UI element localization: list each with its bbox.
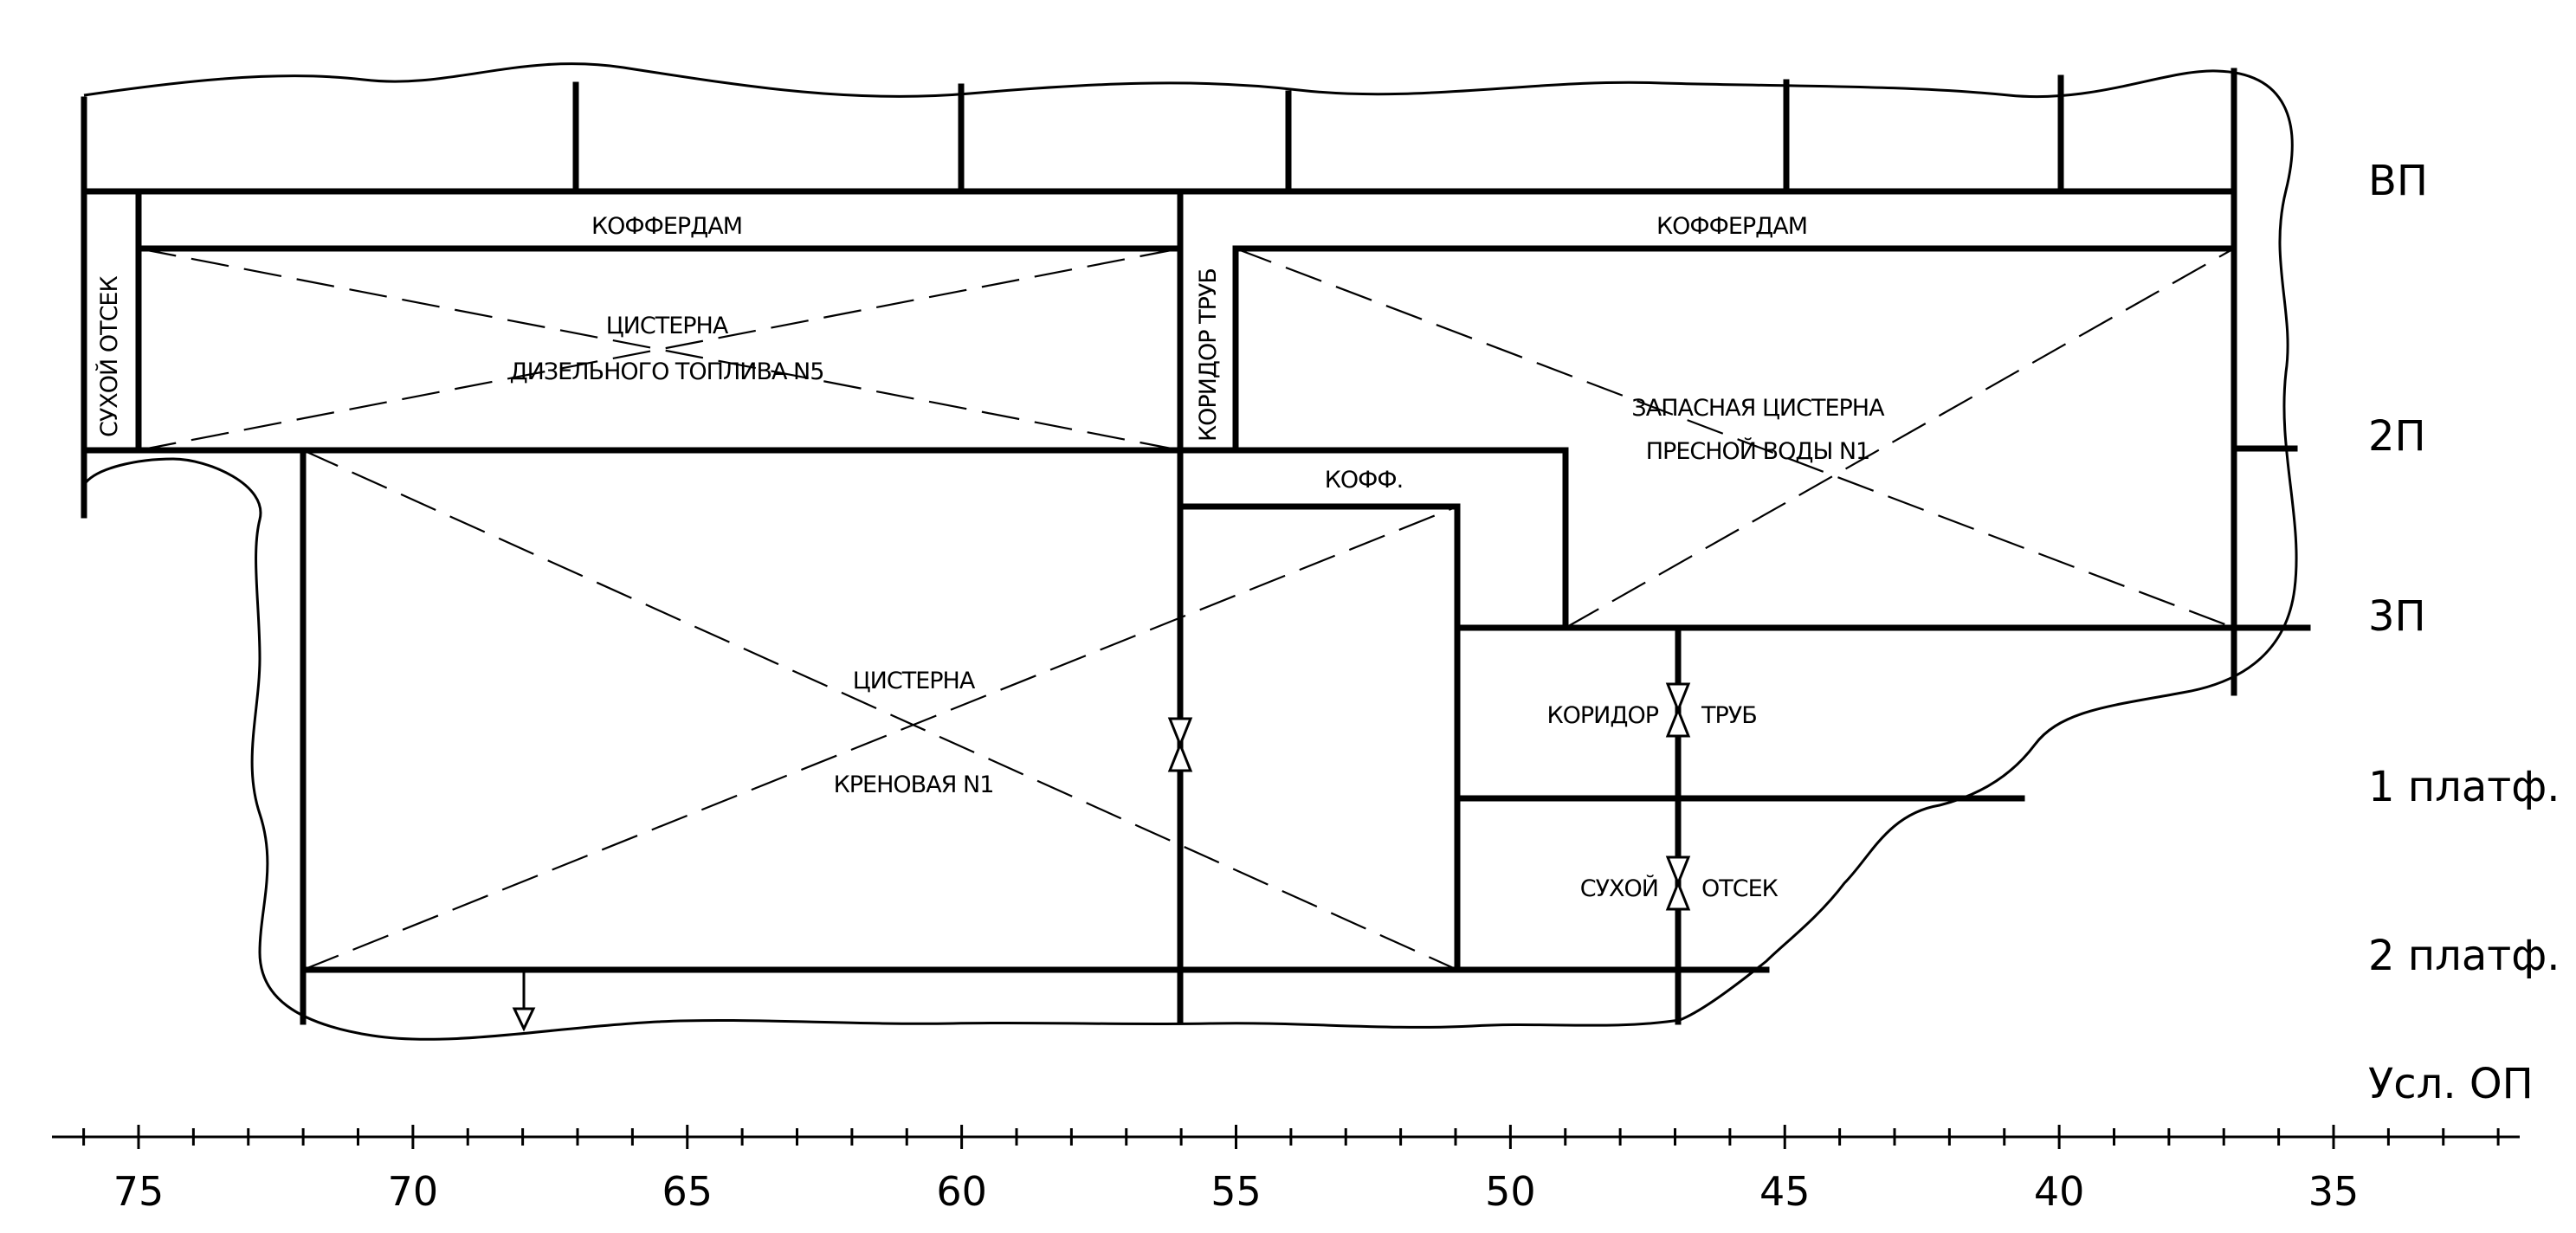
- drain-arrow-icon: [512, 970, 536, 1032]
- frame-scale-label: 50: [1485, 1168, 1536, 1215]
- dry-compartment-right-label-b: ОТСЕК: [1701, 875, 1779, 902]
- deck-label-vp: ВП: [2368, 157, 2428, 205]
- pipe-corridor-vertical-label: КОРИДОР ТРУБ: [1195, 268, 1222, 442]
- heel-tank-label-2: КРЕНОВАЯ N1: [834, 771, 994, 798]
- frame-scale-label: 65: [662, 1168, 713, 1215]
- dry-compartment-left-label: СУХОЙ ОТСЕК: [95, 276, 123, 437]
- reserve-tank-label-1: ЗАПАСНАЯ ЦИСТЕРНА: [1631, 395, 1885, 422]
- diesel-tank-label-2: ДИЗЕЛЬНОГО ТОПЛИВА N5: [510, 358, 824, 385]
- diesel-diag-2: [138, 247, 1181, 452]
- deck-label-platform-1: 1 платф.: [2368, 763, 2560, 811]
- frame-scale-label: 55: [1211, 1168, 1262, 1215]
- deck-label-2p: 2П: [2368, 412, 2426, 461]
- frame-scale-label: 60: [936, 1168, 987, 1215]
- hull-break-outline: [82, 62, 2298, 1041]
- frame-scale-ticks: [82, 1125, 2500, 1149]
- reserve-tank-label-2: ПРЕСНОЙ ВОДЫ N1: [1646, 437, 1869, 465]
- frame-scale-label: 75: [113, 1168, 165, 1215]
- frame-scale-label: 45: [1759, 1168, 1811, 1215]
- diesel-tank-label-1: ЦИСТЕРНА: [606, 313, 729, 339]
- pipe-corridor-label-a: КОРИДОР: [1546, 702, 1658, 729]
- valve-icon: [1665, 855, 1691, 911]
- dry-compartment-right-label-a: СУХОЙ: [1580, 875, 1658, 902]
- valve-icon: [1167, 717, 1193, 772]
- deck-label-platform-2: 2 платф.: [2368, 932, 2560, 980]
- cofferdam-left-label: КОФФЕРДАМ: [591, 213, 742, 240]
- valve-icon: [1665, 682, 1691, 738]
- reserve-diag-2: [1565, 248, 2235, 629]
- frame-scale-label: 35: [2308, 1168, 2360, 1215]
- pipe-corridor-label-b: ТРУБ: [1701, 702, 1757, 729]
- frame-scale-label: 40: [2034, 1168, 2085, 1215]
- diesel-diag-1: [138, 247, 1181, 452]
- koff-label: КОФФ.: [1325, 467, 1404, 494]
- cofferdam-right-label: КОФФЕРДАМ: [1656, 213, 1807, 240]
- heel-diag-1: [302, 449, 1458, 972]
- deck-label-3p: 3П: [2368, 592, 2426, 641]
- deck-label-base: Усл. ОП: [2368, 1060, 2534, 1108]
- reserve-diag-1: [1235, 247, 2235, 629]
- frame-scale-label: 70: [388, 1168, 439, 1215]
- heel-diag-2: [302, 505, 1458, 972]
- frame-scale-labels: 75 70 65 60 55 50 45 40 35: [113, 1168, 2360, 1215]
- heel-tank-label-1: ЦИСТЕРНА: [853, 668, 976, 694]
